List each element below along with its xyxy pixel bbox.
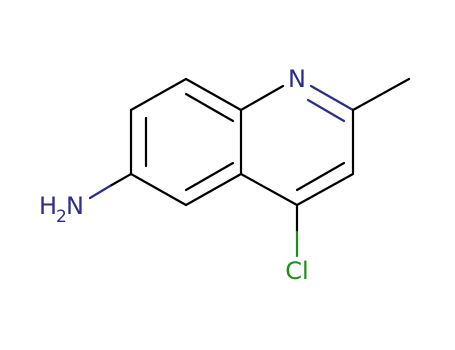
atom-label-chlorine: Cl [285, 257, 308, 285]
bond-n1-c2 [309, 84, 355, 112]
bond-c8a-n1 [239, 84, 285, 112]
atom-label-amine: H 2 N [39, 192, 84, 227]
amine-hydrogen: H [39, 192, 57, 220]
amine-nitrogen: N [66, 192, 84, 220]
bond-c3-c4-inner [295, 161, 346, 192]
bond-c8a-c8 [184, 77, 243, 112]
bond-c5-c4a-inner [184, 161, 235, 192]
bond-c6-nh2 [108, 172, 133, 188]
atom-label-nitrogen: N [288, 65, 306, 93]
bond-c8-c8-inner [184, 92, 235, 123]
bond-c5-c4a [184, 172, 243, 207]
bond-c6-c5 [129, 172, 188, 207]
amine-subscript-2: 2 [56, 207, 67, 227]
bonds [88, 77, 411, 258]
bond-c4-c4a [239, 172, 299, 207]
bond-c6-nh2-colored [88, 184, 112, 200]
bond-n1-c2-inner [306, 98, 346, 123]
bond-c2-methyl [351, 77, 411, 112]
bond-c8-c7 [129, 77, 188, 112]
bond-c3-c4 [295, 172, 355, 207]
